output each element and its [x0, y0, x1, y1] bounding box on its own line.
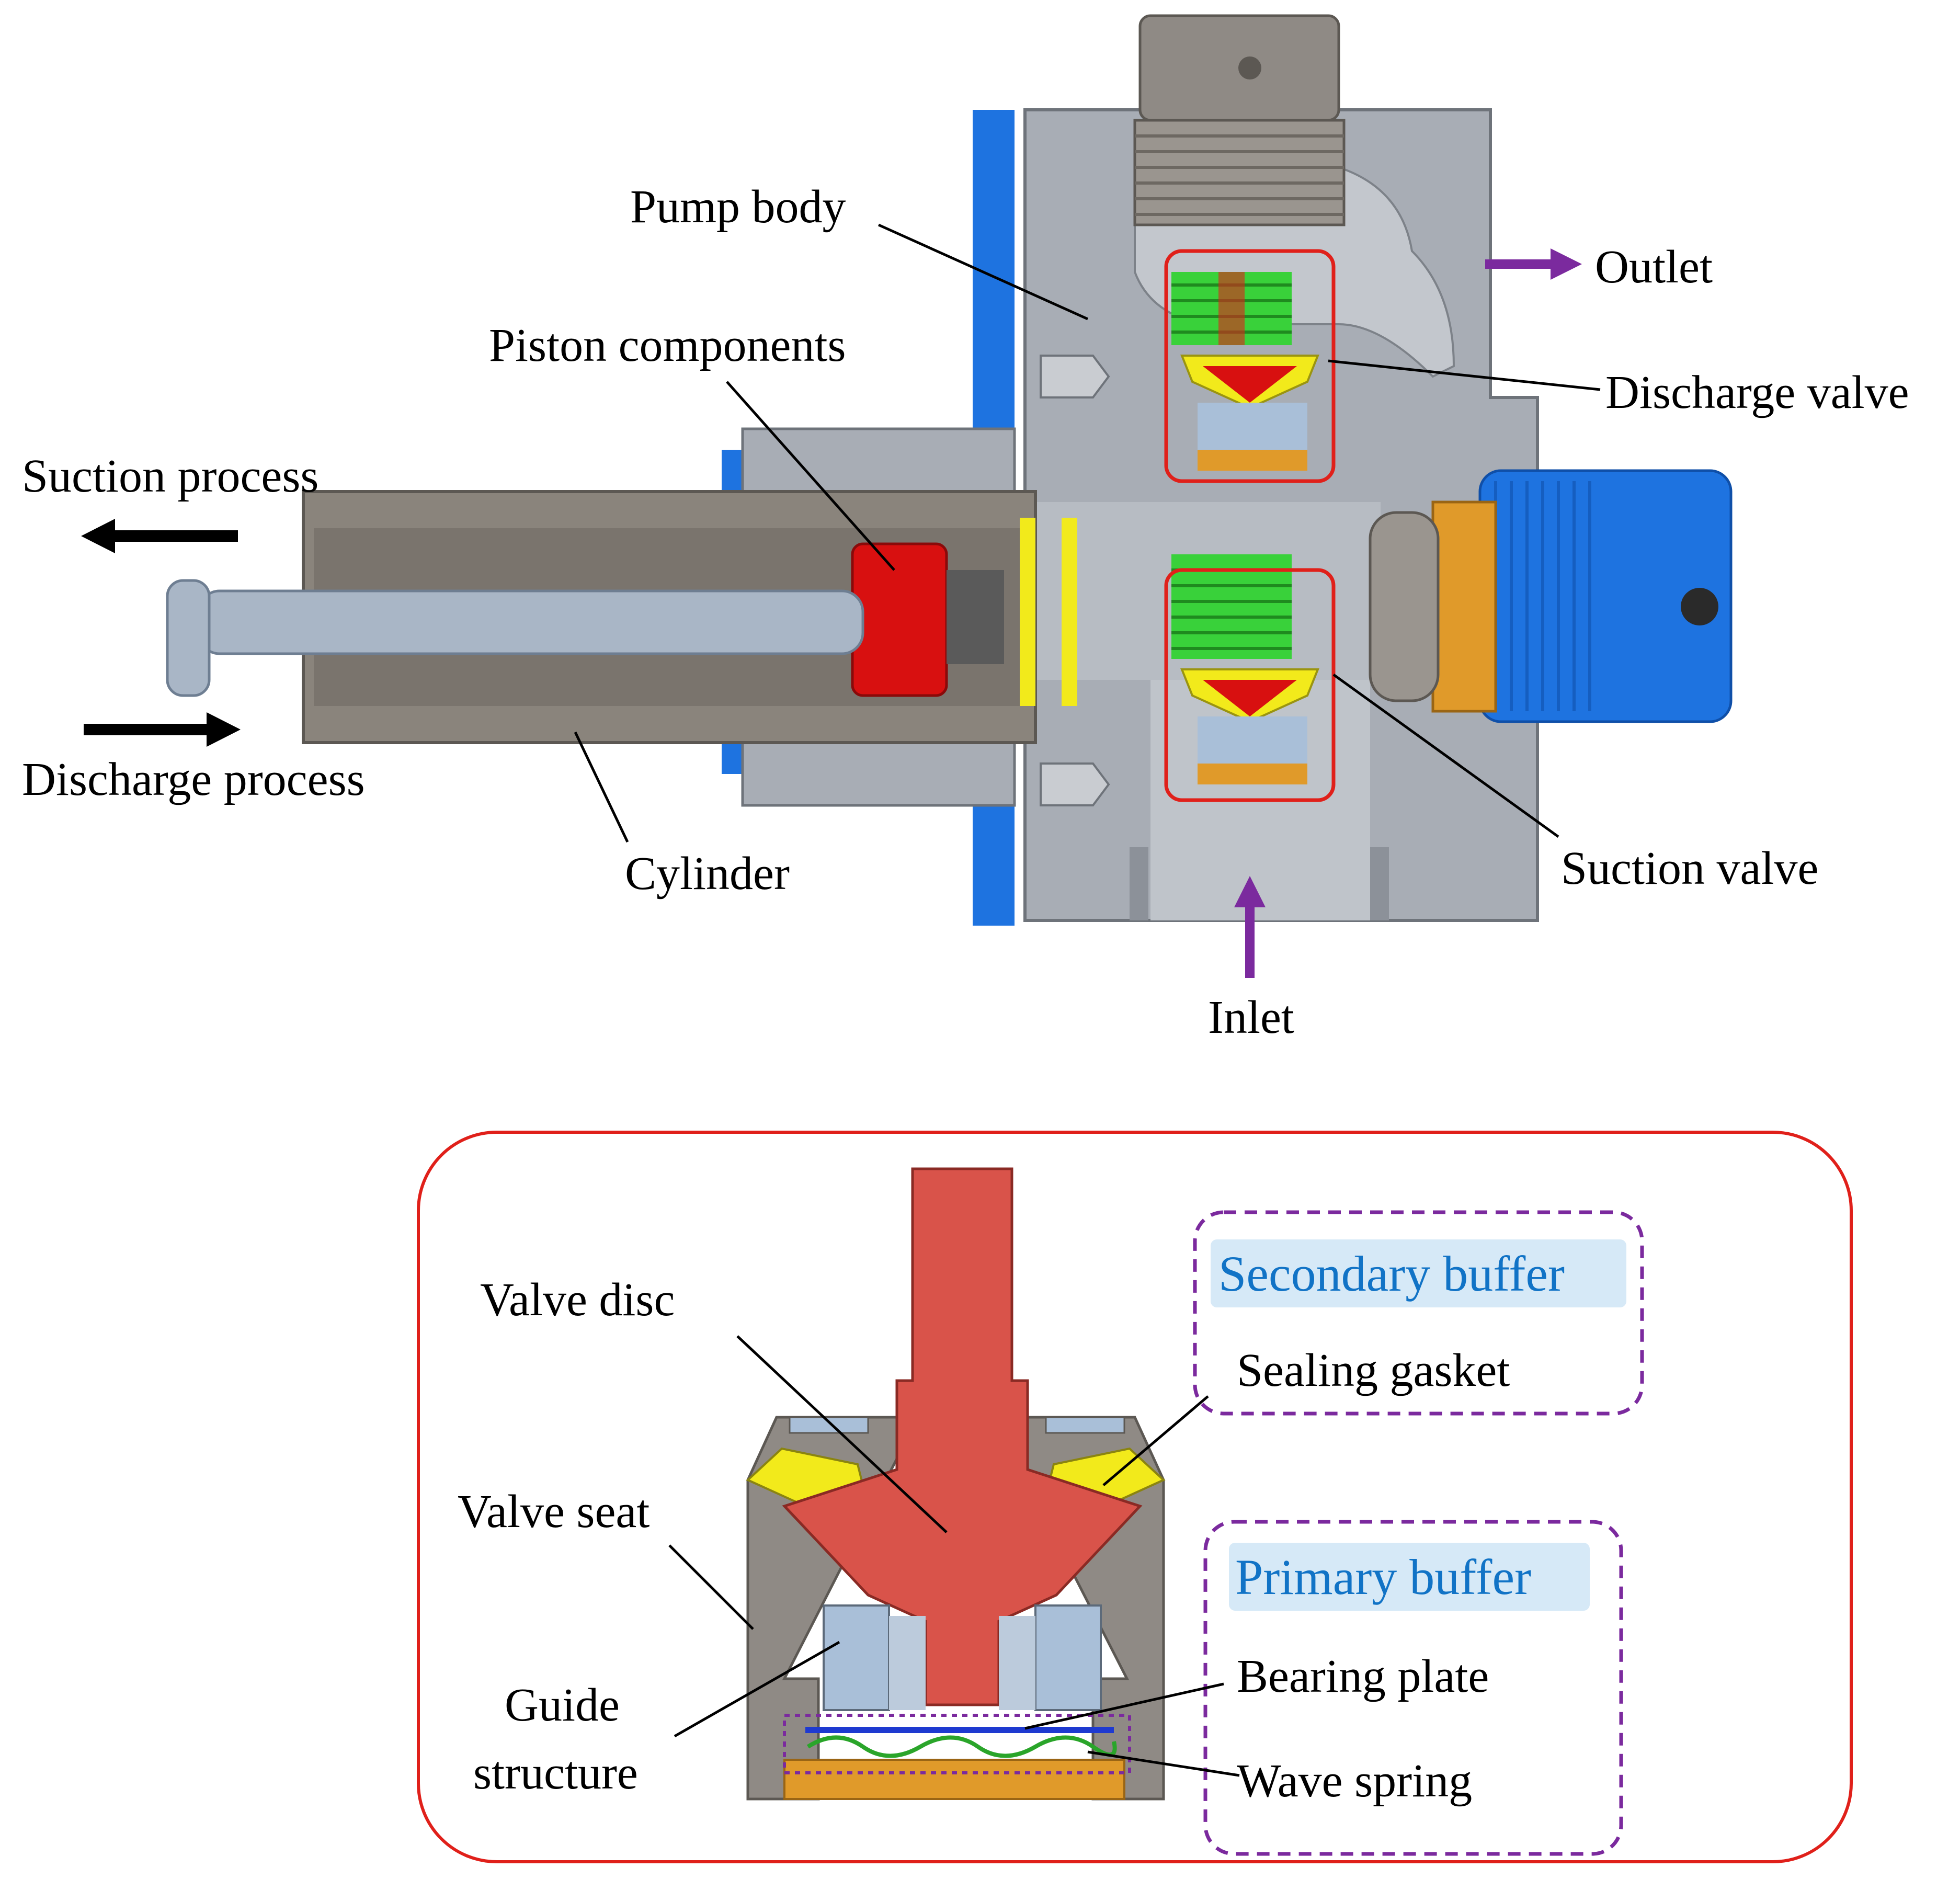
- label-bearing-plate: Bearing plate: [1237, 1650, 1489, 1702]
- detail-panel: [417, 1131, 1853, 1863]
- guide-right: [1034, 1604, 1102, 1711]
- valve-detail: [746, 1167, 1166, 1801]
- guide-left: [823, 1604, 890, 1711]
- seat-flat: [789, 1416, 869, 1434]
- leader-suction-valve: [1332, 673, 1559, 838]
- guide-inner: [999, 1616, 1035, 1710]
- discharge-arrow-head: [207, 712, 241, 747]
- suction-valve-box: [1164, 568, 1336, 802]
- label-guide-2: structure: [473, 1747, 638, 1799]
- piston-seal: [851, 542, 948, 697]
- guide-inner: [889, 1616, 926, 1710]
- plug-hole: [1681, 588, 1718, 625]
- label-inlet: Inlet: [1208, 992, 1294, 1043]
- secondary-buffer-bg: [1211, 1239, 1626, 1307]
- label-discharge-valve: Discharge valve: [1605, 367, 1909, 418]
- suction-valve-group: [1171, 554, 1319, 784]
- suction-seat-ring: [1198, 764, 1307, 784]
- label-valve-seat: Valve seat: [458, 1486, 649, 1538]
- top-leaders: [574, 223, 1601, 843]
- discharge-guide: [1198, 403, 1307, 455]
- plunger-end: [166, 579, 211, 697]
- leader-valve-disc: [736, 1335, 948, 1533]
- discharge-valve-group: [1171, 272, 1319, 471]
- primary-buffer-bg: [1229, 1543, 1590, 1611]
- base-ring: [783, 1759, 1125, 1800]
- plug-seal: [1431, 500, 1497, 713]
- label-secondary-buffer: Secondary buffer: [1218, 1246, 1565, 1302]
- thread-lines: [1135, 134, 1344, 216]
- wave-spring-shape: [806, 1735, 1117, 1758]
- bolt-hole: [1370, 847, 1389, 920]
- label-wave-spring: Wave spring: [1237, 1755, 1472, 1807]
- leader-piston: [726, 381, 895, 571]
- plunger-rod: [197, 589, 864, 655]
- ring-seal: [1020, 518, 1035, 706]
- leader-cylinder: [574, 731, 629, 843]
- fitting-hole: [1238, 56, 1261, 79]
- label-primary-buffer: Primary buffer: [1235, 1549, 1531, 1605]
- outlet-arrow-head: [1551, 248, 1582, 280]
- label-cylinder: Cylinder: [625, 848, 790, 899]
- leader-sealing-gasket: [1102, 1395, 1209, 1486]
- flow-arrows: [81, 248, 1582, 978]
- suction-disc: [1203, 680, 1297, 716]
- label-pump-body: Pump body: [630, 181, 846, 233]
- label-sealing-gasket: Sealing gasket: [1237, 1345, 1510, 1396]
- leader-wave-spring: [1087, 1750, 1240, 1777]
- ring-seal: [1062, 518, 1077, 706]
- leader-valve-seat: [668, 1544, 754, 1630]
- label-outlet: Outlet: [1595, 241, 1713, 293]
- pump-assembly: [166, 14, 1733, 926]
- outlet-thread: [1133, 119, 1346, 226]
- bolt-hole: [1130, 847, 1148, 920]
- label-piston-components: Piston components: [489, 320, 846, 371]
- leader-pump-body: [878, 223, 1089, 321]
- secondary-buffer-box: [1193, 1210, 1644, 1416]
- suction-arrow-head: [81, 519, 115, 553]
- label-suction-process: Suction process: [22, 450, 318, 502]
- bolt-hole: [1040, 355, 1110, 398]
- seat-flat: [1045, 1416, 1125, 1434]
- primary-buffer-region: [783, 1714, 1131, 1774]
- discharge-disc: [1203, 366, 1297, 403]
- label-discharge-process: Discharge process: [22, 754, 365, 805]
- suction-guide: [1198, 716, 1307, 769]
- piston-head: [947, 570, 1004, 664]
- plug-threads: [1494, 481, 1591, 711]
- inlet-arrow-head: [1234, 876, 1266, 907]
- discharge-seat-ring: [1198, 450, 1307, 471]
- bolt-hole: [1040, 762, 1110, 806]
- detail-leaders: [668, 1335, 1240, 1777]
- label-guide-1: Guide: [505, 1679, 620, 1731]
- plug-cap: [1369, 511, 1440, 702]
- leader-guide: [674, 1641, 840, 1738]
- leader-discharge-valve: [1328, 359, 1601, 391]
- bearing-plate-shape: [805, 1727, 1114, 1733]
- discharge-valve-box: [1164, 249, 1336, 483]
- leader-bearing-plate: [1024, 1682, 1224, 1730]
- label-valve-disc: Valve disc: [480, 1274, 675, 1326]
- label-suction-valve: Suction valve: [1561, 842, 1818, 894]
